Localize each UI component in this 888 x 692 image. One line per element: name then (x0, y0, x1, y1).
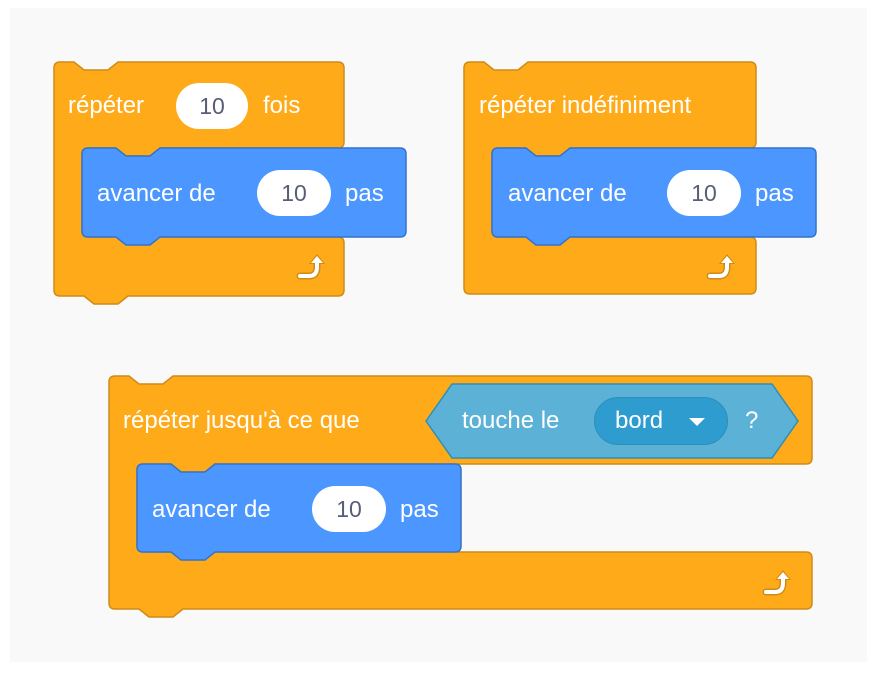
loop-arrow-icon (706, 254, 735, 280)
move-label: avancer de (97, 180, 216, 207)
move-block-1-shape[interactable] (81, 147, 407, 246)
touching-target-value: bord (615, 407, 664, 434)
touching-target-dropdown[interactable]: bord (594, 397, 728, 445)
touching-question-mark: ? (745, 407, 759, 434)
script-workspace: répéter 10 fois avancer de 10 pas répéte… (10, 8, 867, 662)
loop-arrow-icon (762, 570, 791, 596)
move-steps-unit: pas (345, 180, 384, 207)
move-steps-unit: pas (400, 496, 439, 523)
forever-label: répéter indéfiniment (479, 92, 692, 119)
move-steps-unit: pas (755, 180, 794, 207)
move-steps-input[interactable]: 10 (257, 170, 331, 216)
move-steps-input[interactable]: 10 (667, 170, 741, 216)
move-block-2-shape[interactable] (491, 147, 817, 246)
move-steps-input[interactable]: 10 (312, 486, 386, 532)
repeat-times-label: fois (263, 92, 301, 119)
repeat-label: répéter (68, 92, 145, 119)
touching-label: touche le (462, 407, 560, 434)
move-label: avancer de (152, 496, 271, 523)
repeat-until-label: répéter jusqu'à ce que (123, 407, 360, 434)
caret-down-icon (689, 418, 705, 426)
repeat-count-input[interactable]: 10 (176, 83, 248, 129)
move-block-3-shape[interactable] (136, 463, 462, 561)
loop-arrow-icon (296, 254, 325, 280)
move-label: avancer de (508, 180, 627, 207)
